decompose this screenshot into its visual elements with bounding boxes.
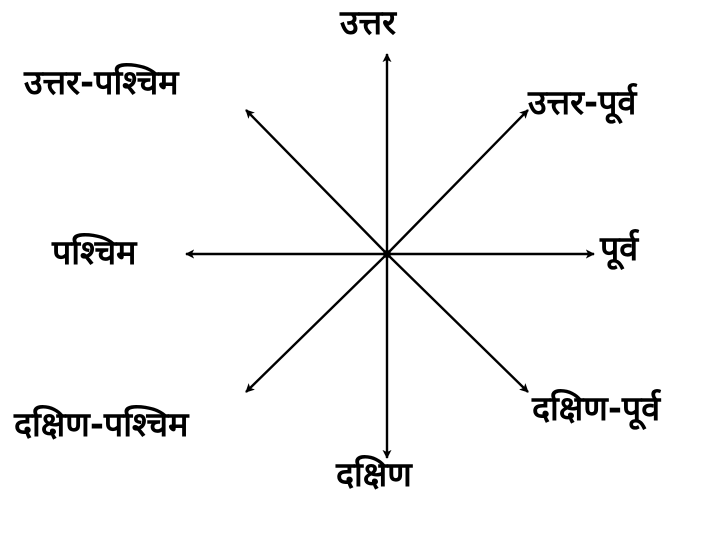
center-point	[383, 250, 391, 258]
label-south-west: दक्षिण-पश्चिम	[14, 405, 189, 445]
label-north: उत्तर	[340, 3, 397, 43]
label-north-west: उत्तर-पश्चिम	[24, 63, 179, 103]
label-south: दक्षिण	[336, 455, 412, 495]
label-east: पूर्व	[600, 229, 639, 269]
arrow-north-east	[386, 109, 529, 255]
arrow-north-west	[245, 109, 388, 255]
label-west: पश्चिम	[52, 233, 137, 273]
arrow-south-east	[386, 253, 529, 393]
label-north-east: उत्तर-पूर्व	[528, 83, 637, 123]
label-south-east: दक्षिण-पूर्व	[532, 389, 661, 429]
arrow-south-west	[245, 253, 388, 393]
